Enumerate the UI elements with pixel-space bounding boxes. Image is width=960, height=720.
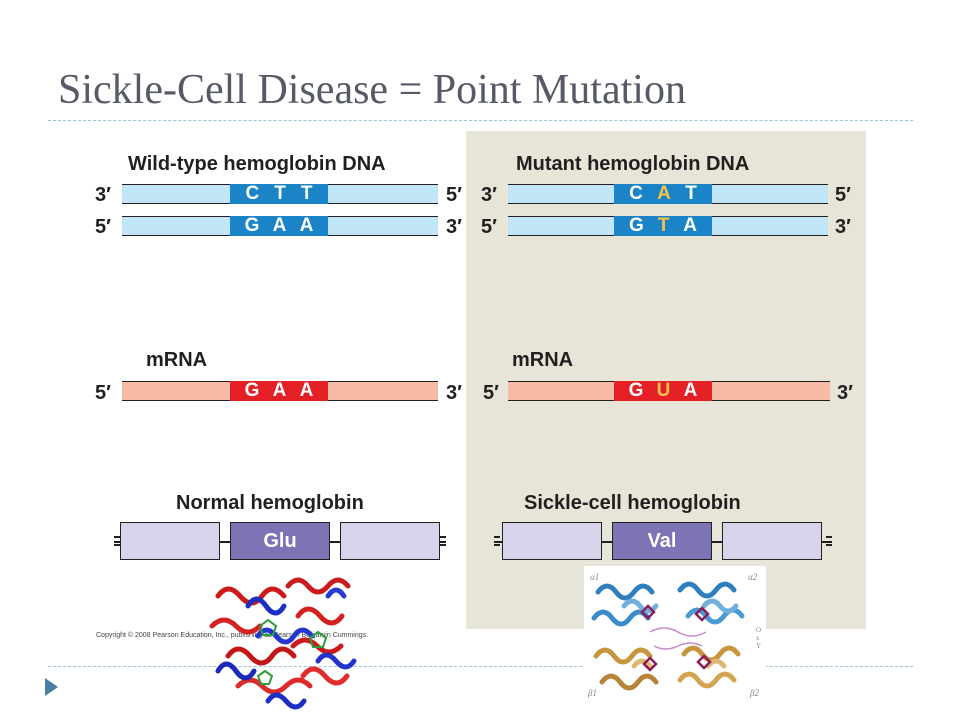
amino-acid-glu: Glu bbox=[230, 522, 330, 560]
protein-segment bbox=[120, 522, 220, 560]
base: T bbox=[300, 183, 313, 204]
normal-hemoglobin-chain: Glu bbox=[114, 522, 446, 562]
beta2-label: β2 bbox=[750, 688, 759, 698]
base: A bbox=[272, 215, 287, 236]
wild-dna-bottom-strand: G A A bbox=[122, 215, 438, 236]
protein-segment bbox=[502, 522, 602, 560]
wild-mrna-left-end: 5′ bbox=[95, 382, 111, 404]
amino-acid-val: Val bbox=[612, 522, 712, 560]
mutant-mrna-heading: mRNA bbox=[512, 349, 574, 371]
base: A bbox=[683, 380, 698, 401]
mutant-dna-top-strand: C A T bbox=[508, 183, 828, 204]
base: C bbox=[629, 183, 643, 204]
wild-protein-heading: Normal hemoglobin bbox=[176, 492, 364, 514]
wild-codon-box: G A A bbox=[230, 215, 328, 236]
alpha1-label: α1 bbox=[590, 572, 600, 582]
wild-codon-box: C T T bbox=[230, 183, 328, 204]
wild-mrna-heading: mRNA bbox=[146, 349, 208, 371]
wild-top-left-end: 3′ bbox=[95, 184, 111, 206]
base: G bbox=[244, 380, 260, 401]
wild-mrna-strand: G A A bbox=[122, 380, 438, 401]
slide-title: Sickle-Cell Disease = Point Mutation bbox=[58, 67, 686, 113]
base: G bbox=[628, 380, 644, 401]
wild-codon-box: G A A bbox=[230, 380, 328, 401]
mutant-protein-heading: Sickle-cell hemoglobin bbox=[524, 492, 741, 514]
alpha2-label: α2 bbox=[748, 572, 758, 582]
wild-dna-top-strand: C T T bbox=[122, 183, 438, 204]
protein-segment bbox=[340, 522, 440, 560]
beta1-label: β1 bbox=[588, 688, 597, 698]
wild-top-right-end: 5′ bbox=[446, 184, 462, 206]
mutant-top-right-end: 5′ bbox=[835, 184, 851, 206]
sickle-hemoglobin-chain: Val bbox=[494, 522, 832, 562]
protein-segment bbox=[722, 522, 822, 560]
mutant-dna-heading: Mutant hemoglobin DNA bbox=[516, 153, 750, 175]
mutant-bottom-left-end: 5′ bbox=[481, 216, 497, 238]
base: A bbox=[299, 215, 314, 236]
mutant-mrna-strand: G U A bbox=[508, 380, 830, 401]
mutated-base: U bbox=[656, 380, 671, 401]
wild-dna-heading: Wild-type hemoglobin DNA bbox=[128, 153, 386, 175]
mutated-base: A bbox=[657, 183, 671, 204]
base: A bbox=[272, 380, 287, 401]
mutated-base: T bbox=[657, 215, 670, 236]
copyright-notice: Copyright © 2008 Pearson Education, Inc.… bbox=[96, 632, 369, 639]
mutant-top-left-end: 3′ bbox=[481, 184, 497, 206]
base: T bbox=[685, 183, 697, 204]
mutant-codon-box: C A T bbox=[614, 183, 712, 204]
base: C bbox=[245, 183, 260, 204]
mutant-bottom-right-end: 3′ bbox=[835, 216, 851, 238]
base: G bbox=[244, 215, 260, 236]
bullet-arrow-icon bbox=[45, 678, 58, 696]
base: T bbox=[274, 183, 286, 204]
base: A bbox=[299, 380, 314, 401]
normal-hemoglobin-molecule bbox=[209, 577, 357, 710]
mutant-dna-bottom-strand: G T A bbox=[508, 215, 828, 236]
base: A bbox=[683, 215, 697, 236]
mutant-mrna-left-end: 5′ bbox=[483, 382, 499, 404]
mutant-codon-box: G U A bbox=[614, 380, 712, 401]
sickle-hemoglobin-molecule: α1 α2 β1 β2 O x Y bbox=[584, 566, 766, 706]
footer-divider bbox=[48, 666, 913, 667]
mutant-codon-box: G T A bbox=[614, 215, 712, 236]
wild-mrna-right-end: 3′ bbox=[446, 382, 462, 404]
mutant-mrna-right-end: 3′ bbox=[837, 382, 853, 404]
title-divider bbox=[48, 120, 913, 121]
base: G bbox=[628, 215, 644, 236]
wild-bottom-left-end: 5′ bbox=[95, 216, 111, 238]
wild-bottom-right-end: 3′ bbox=[446, 216, 462, 238]
oxy-label: O x Y bbox=[756, 626, 762, 650]
